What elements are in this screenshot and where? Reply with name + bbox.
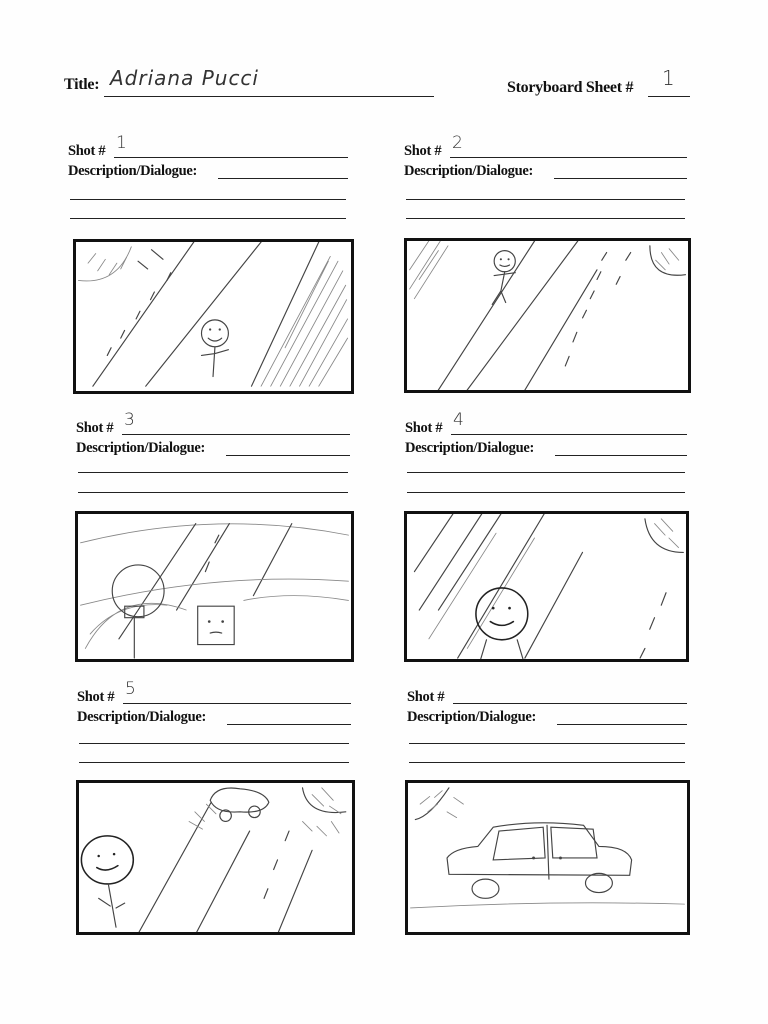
shot-1-number-line [114,157,348,158]
shot-5-sketch [80,787,347,932]
shot-3-sketch [80,523,349,659]
shot-4-label: Shot # [405,420,443,436]
shot-3-description-line [226,455,350,456]
shot-6-number-line[interactable] [453,703,687,704]
shot-1-description-line [218,178,348,179]
shot-3-description-line-3[interactable] [78,492,348,493]
shot-6-description-label: Description/Dialogue: [407,709,537,725]
shot-3-sketch-frame[interactable] [75,511,354,662]
shot-2-description-line-3[interactable] [406,218,685,219]
shot-4-description-label: Description/Dialogue: [405,440,535,456]
shot-1-description-label: Description/Dialogue: [68,163,198,179]
shot-5-description-line-2[interactable] [79,743,349,744]
shot-5-label: Shot # [77,689,115,705]
shot-4-info: Shot # 4 Description/Dialogue: [405,410,690,500]
shot-2-description-line [554,178,687,179]
shot-3-info: Shot # 3 Description/Dialogue: [76,410,361,500]
shot-2-description-line-2[interactable] [406,199,685,200]
shot-2-description-label: Description/Dialogue: [404,163,534,179]
shot-2-label: Shot # [404,143,442,159]
shot-4-sketch-frame[interactable] [404,511,689,662]
sheet-number-value[interactable]: 1 [662,66,675,90]
shot-1-number[interactable]: 1 [116,133,127,153]
shot-4-description-line-3[interactable] [407,492,685,493]
shot-6-sketch [410,787,685,909]
shot-4-number[interactable]: 4 [453,410,464,430]
shot-4-number-line [451,434,687,435]
shot-5-number-line [123,703,351,704]
shot-1-sketch-frame[interactable] [73,239,354,394]
shot-3-number[interactable]: 3 [124,410,135,430]
shot-1-info: Shot # 1 Description/Dialogue: [68,133,353,223]
shot-3-description-label: Description/Dialogue: [76,440,206,456]
shot-1-description-line-3[interactable] [70,218,346,219]
shot-2-sketch [409,241,687,390]
shot-6-description-line [557,724,687,725]
shot-1-description-line-2[interactable] [70,199,346,200]
shot-3-label: Shot # [76,420,114,436]
shot-5-info: Shot # 5 Description/Dialogue: [77,679,362,769]
shot-2-info: Shot # 2 Description/Dialogue: [404,133,689,223]
shot-5-sketch-frame[interactable] [76,780,355,935]
shot-1-label: Shot # [68,143,106,159]
shot-6-description-line-3[interactable] [409,762,685,763]
shot-6-description-line-2[interactable] [409,743,685,744]
shot-5-description-line-3[interactable] [79,762,349,763]
shot-5-description-line [227,724,351,725]
shot-2-sketch-frame[interactable] [404,238,691,393]
title-label: Title: [64,76,100,93]
shot-5-number[interactable]: 5 [125,679,136,699]
shot-6-info: Shot # Description/Dialogue: [407,689,692,769]
shot-1-sketch [78,242,349,387]
title-underline [104,96,434,97]
shot-4-description-line [555,455,687,456]
shot-6-label: Shot # [407,689,445,705]
sheet-number-label: Storyboard Sheet # [507,79,634,96]
shot-5-description-label: Description/Dialogue: [77,709,207,725]
shot-6-sketch-frame[interactable] [405,780,690,935]
shot-2-number[interactable]: 2 [452,133,463,153]
sheet-number-underline [648,96,690,97]
shot-3-number-line [122,434,350,435]
shot-3-description-line-2[interactable] [78,472,348,473]
title-handwritten-value[interactable]: Adriana Pucci [110,66,259,90]
shot-4-sketch [413,514,684,659]
shot-4-description-line-2[interactable] [407,472,685,473]
shot-2-number-line [450,157,687,158]
